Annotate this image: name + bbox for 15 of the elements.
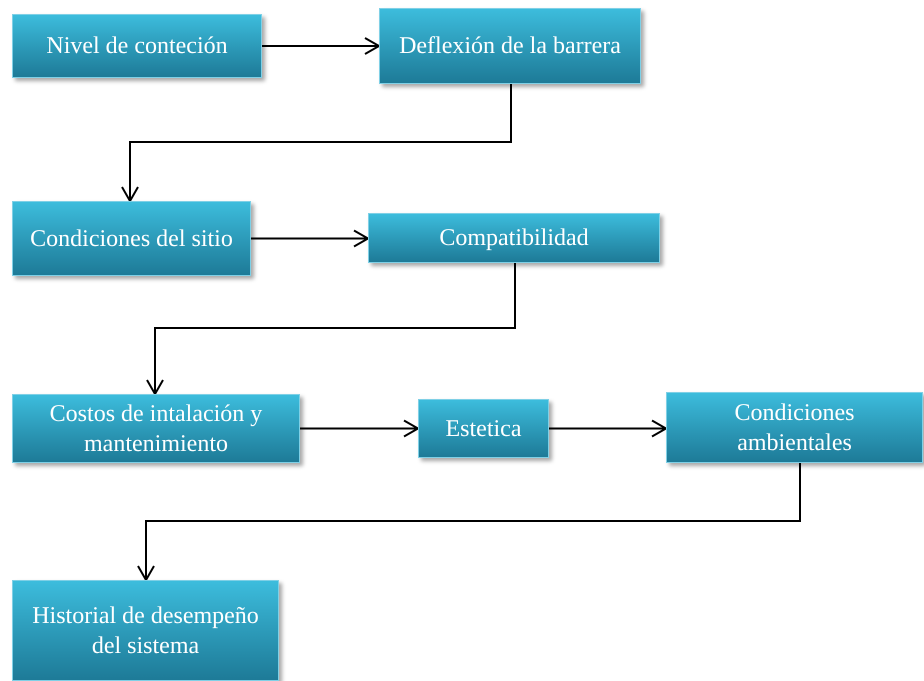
process-box: Estetica [418, 399, 549, 458]
arrow [251, 230, 369, 248]
arrow [549, 420, 667, 438]
arrow [300, 420, 419, 438]
process-box: Condiciones del sitio [12, 201, 251, 276]
arrow [121, 84, 512, 202]
process-box: Nivel de conteción [12, 14, 262, 78]
process-box: Costos de intalación y mantenimiento [12, 394, 300, 463]
process-box: Condiciones ambientales [666, 392, 923, 463]
arrow [146, 263, 516, 395]
arrow [137, 463, 801, 581]
process-box: Compatibilidad [368, 213, 660, 263]
process-box: Deflexión de la barrera [379, 8, 641, 84]
process-box: Historial de desempeño del sistema [12, 580, 279, 681]
arrow [262, 37, 380, 55]
